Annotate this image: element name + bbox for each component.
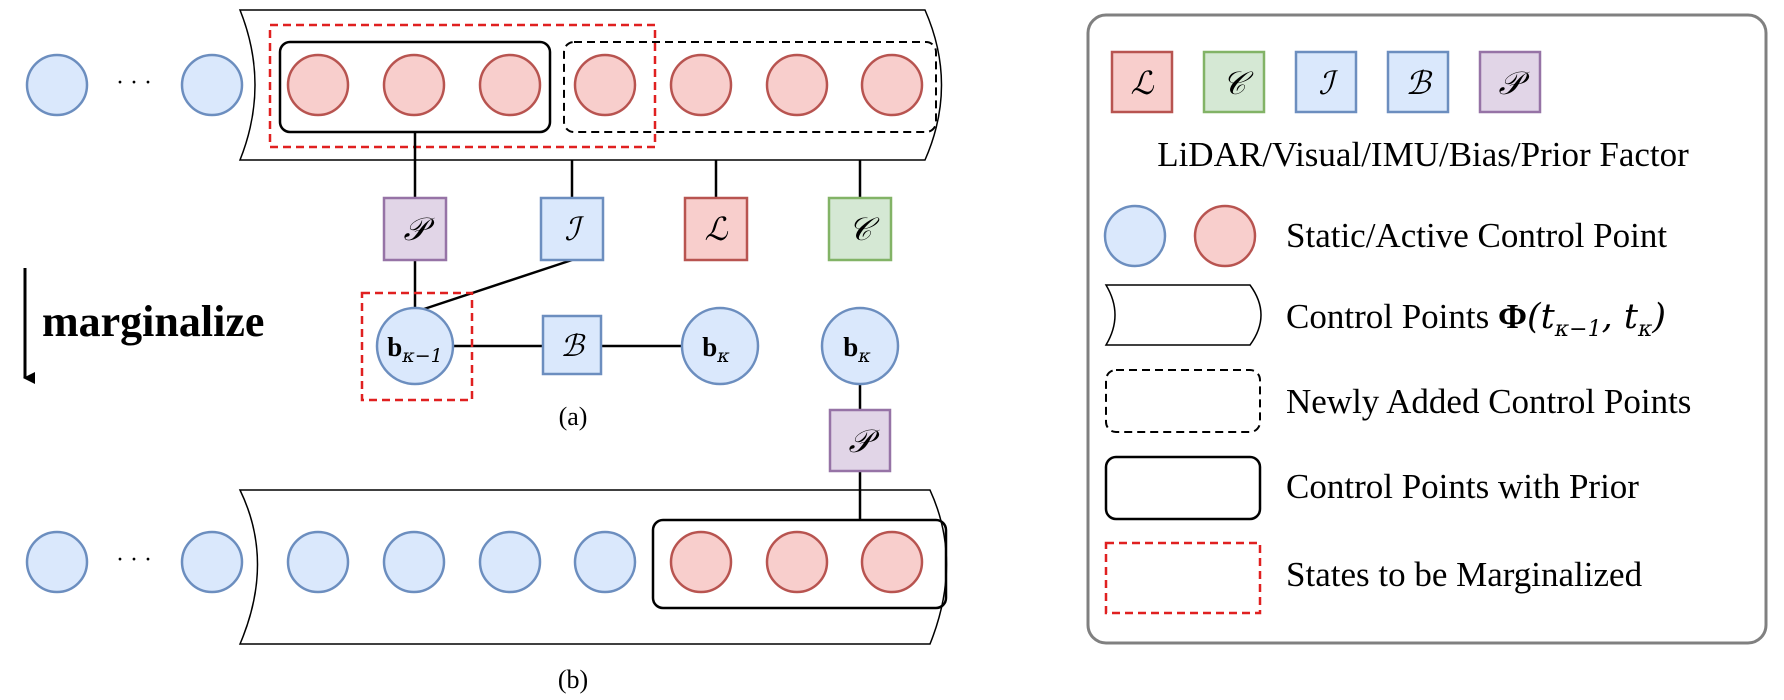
caption-a: (a) (559, 402, 588, 431)
legend-active-point (1193, 204, 1257, 268)
control-points-window (238, 489, 948, 645)
active-control-point (765, 530, 829, 594)
static-control-point (180, 53, 244, 117)
states-to-be-marginalized-box (268, 23, 657, 149)
legend-imu-factor: ℐ (1294, 50, 1358, 114)
prior-factor: 𝒫 (382, 196, 448, 262)
legend-frame (1086, 13, 1768, 645)
legend-imu-symbol: ℐ (1318, 64, 1338, 102)
static-control-point (382, 530, 446, 594)
legend-factor-caption: LiDAR/Visual/IMU/Bias/Prior Factor (1157, 135, 1689, 174)
legend-newly-added-swatch (1105, 369, 1261, 433)
marginalize-label: marginalize (42, 297, 264, 346)
active-control-point (478, 53, 542, 117)
active-control-point (860, 53, 924, 117)
imu-factor-symbol: ℐ (564, 210, 584, 248)
legend-visual-factor: 𝒞 (1202, 50, 1266, 114)
active-control-point (286, 53, 350, 117)
newly-added-control-points-box (563, 41, 937, 133)
static-control-point (478, 530, 542, 594)
panel-a: · · · 𝒫 (25, 9, 943, 431)
bias-node-carried-label: bκ (843, 332, 871, 367)
legend-window-shape (1104, 284, 1262, 346)
bias-prior-transition: bκ 𝒫 (820, 306, 900, 520)
legend-lidar-symbol: ℒ (1130, 64, 1154, 102)
active-control-point (669, 530, 733, 594)
bias-node-previous (375, 306, 455, 386)
static-control-point (25, 53, 89, 117)
legend-with-prior-swatch (1104, 455, 1262, 521)
legend-control-points-label: Control Points Φ(tκ−1, tκ) (1286, 297, 1666, 342)
legend-control-point-label: Static/Active Control Point (1286, 216, 1667, 255)
bias-node-previous-label: bκ−1 (387, 332, 443, 367)
legend-prior-factor: 𝒫 (1478, 50, 1542, 114)
legend-bias-symbol: ℬ (1405, 64, 1433, 102)
bias-factor-symbol: ℬ (560, 329, 586, 364)
legend-marginalized-swatch (1104, 541, 1262, 615)
active-control-point (382, 53, 446, 117)
control-points-with-prior-box (651, 518, 948, 610)
lidar-factor-symbol: ℒ (704, 210, 728, 248)
legend-newly-added-label: Newly Added Control Points (1286, 382, 1691, 421)
legend-bias-factor: ℬ (1386, 50, 1450, 114)
active-control-point (573, 53, 637, 117)
legend-lidar-factor: ℒ (1110, 50, 1174, 114)
legend-static-point (1103, 204, 1167, 268)
ellipsis: · · · (116, 70, 152, 96)
panel-b: · · · (b) (25, 489, 948, 694)
bias-node-carried (820, 306, 900, 386)
caption-b: (b) (558, 665, 588, 694)
active-control-point (669, 53, 733, 117)
visual-factor: 𝒞 (827, 196, 893, 262)
ellipsis: · · · (116, 547, 152, 573)
imu-factor: ℐ (539, 196, 605, 262)
static-control-point (180, 530, 244, 594)
static-control-point (573, 530, 637, 594)
bias-node-current-label: bκ (702, 332, 730, 367)
prior-factor: 𝒫 (828, 408, 892, 473)
legend-with-prior-label: Control Points with Prior (1286, 467, 1639, 506)
bias-node-current (680, 306, 760, 386)
static-control-point (286, 530, 350, 594)
control-points-window (238, 9, 943, 161)
marginalized-bias-box (360, 291, 474, 402)
active-control-point (860, 530, 924, 594)
legend-marginalized-label: States to be Marginalized (1286, 555, 1643, 594)
lidar-factor: ℒ (683, 196, 749, 262)
static-control-point (25, 530, 89, 594)
active-control-point (765, 53, 829, 117)
bias-factor: ℬ (541, 314, 603, 376)
marginalize-arrow: marginalize (23, 268, 264, 384)
legend: ℒ 𝒞 ℐ ℬ 𝒫 LiDAR/Visual/IMU/Bias/Prior Fa… (1086, 13, 1768, 645)
